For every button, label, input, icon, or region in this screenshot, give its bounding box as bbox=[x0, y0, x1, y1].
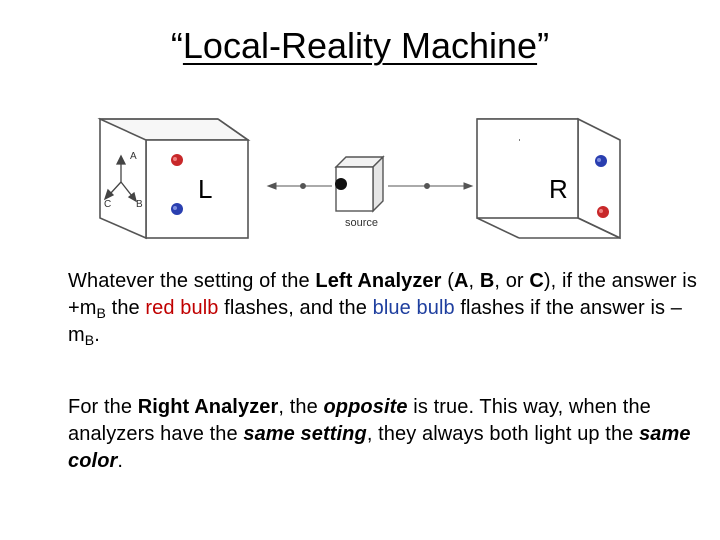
right-analyzer-term: Right Analyzer bbox=[137, 396, 279, 418]
text-span: For the bbox=[68, 396, 138, 418]
same-color-term: same color bbox=[68, 423, 691, 472]
left-particle-path bbox=[266, 182, 332, 190]
axis-arrows bbox=[103, 154, 138, 203]
red-bulb-term: red bulb bbox=[145, 297, 219, 319]
text-span: , the bbox=[278, 396, 324, 418]
setting-b: B bbox=[479, 270, 495, 292]
blue-bulb-term: blue bulb bbox=[372, 297, 455, 319]
text-span: , they always both light up the bbox=[366, 423, 640, 445]
source-label: source bbox=[345, 217, 378, 229]
left-analyzer-cube bbox=[97, 117, 251, 240]
setting-c: C bbox=[529, 270, 544, 292]
text-span: flashes if the answer is –m bbox=[68, 297, 682, 346]
left-label: L bbox=[198, 174, 212, 204]
text-span: . bbox=[94, 324, 100, 346]
right-particle-path bbox=[388, 182, 474, 190]
right-analyzer-paragraph: For the Right Analyzer, the opposite is … bbox=[68, 394, 708, 475]
text-span: , bbox=[468, 270, 480, 292]
open-quote: “ bbox=[170, 25, 183, 66]
right-label: R bbox=[549, 174, 568, 204]
close-quote: ” bbox=[537, 25, 550, 66]
left-blue-bulb bbox=[171, 203, 183, 215]
title-text: Local-Reality Machine bbox=[182, 25, 538, 66]
same-setting-term: same setting bbox=[243, 423, 367, 445]
text-span: , or bbox=[494, 270, 530, 292]
source-particle bbox=[335, 178, 347, 190]
opposite-term: opposite bbox=[323, 396, 408, 418]
right-blue-bulb bbox=[595, 155, 607, 167]
left-red-bulb-highlight bbox=[173, 157, 177, 161]
text-span: flashes, and the bbox=[218, 297, 373, 319]
right-red-bulb-highlight bbox=[599, 209, 603, 213]
axis-c-label: C bbox=[104, 199, 111, 210]
page-title: “Local-Reality Machine” bbox=[0, 24, 720, 68]
text-span: is true. This way, when the analyzers ha… bbox=[68, 396, 651, 445]
text-span: ), if the answer is +m bbox=[68, 270, 697, 319]
text-span: Whatever the setting of the bbox=[68, 270, 316, 292]
right-analyzer-cube bbox=[476, 117, 621, 240]
left-analyzer-term: Left Analyzer bbox=[315, 270, 442, 292]
text-span: the bbox=[106, 297, 146, 319]
axis-b-label: B bbox=[136, 199, 143, 210]
right-blue-bulb-highlight bbox=[597, 158, 601, 162]
left-analyzer-paragraph: Whatever the setting of the Left Analyze… bbox=[68, 268, 708, 349]
right-red-bulb bbox=[597, 206, 609, 218]
text-span: . bbox=[117, 450, 124, 472]
subscript-b: B bbox=[96, 305, 106, 321]
setting-a: A bbox=[453, 270, 469, 292]
subscript-b: B bbox=[84, 332, 95, 348]
left-blue-bulb-highlight bbox=[173, 206, 177, 210]
text-span: ( bbox=[441, 270, 454, 292]
left-red-bulb bbox=[171, 154, 183, 166]
axis-a-label: A bbox=[130, 151, 137, 162]
